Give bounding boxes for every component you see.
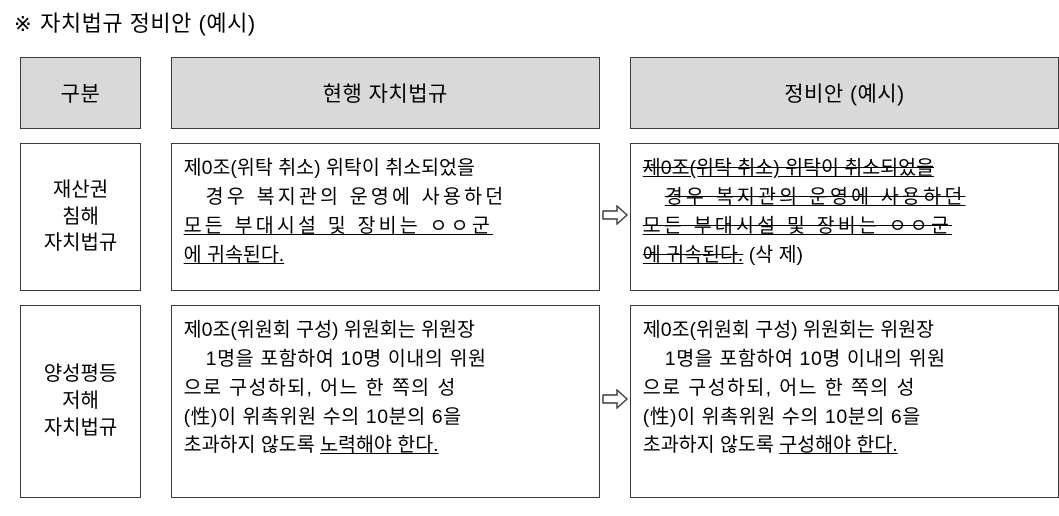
row2-category-line-2: 저해	[62, 390, 99, 413]
header-current-label: 현행 자치법규	[322, 83, 448, 106]
spacer	[600, 57, 630, 129]
row-spacer	[20, 129, 1059, 143]
row1-category-line-2: 침해	[62, 205, 99, 228]
row2-current-line-2: 1명을 포함하여 10명 이내의 위원	[205, 347, 487, 370]
row1-current-line-1: 제0조(위탁 취소) 위탁이 취소되었을	[183, 157, 475, 179]
header-category-label: 구분	[60, 83, 101, 106]
row1-category-line-1: 재산권	[52, 178, 109, 201]
row2-current-line-5: 초과하지 않도록 노력해야 한다.	[183, 434, 439, 457]
row2-revised-line-4: (性)이 위촉위원 수의 10분의 6을	[642, 405, 921, 428]
page-title-text: 자치법규 정비안 (예시)	[40, 11, 256, 36]
row2-current-line-4: (性)이 위촉위원 수의 10분의 6을	[183, 405, 462, 428]
row1-revised-cell: 제0조(위탁 취소) 위탁이 취소되었을 경우 복지관의 운영에 사용하던 모든…	[629, 143, 1059, 291]
table-row: 재산권 침해 자치법규 제0조(위탁 취소) 위탁이 취소되었을 경우 복지관의…	[20, 143, 1059, 291]
row2-category-cell: 양성평등 저해 자치법규	[20, 305, 141, 498]
row2-current-line-1: 제0조(위원회 구성) 위원회는 위원장	[183, 319, 475, 341]
row1-revised-line-3: 모든 부대시설 및 장비는 ㅇㅇ군	[642, 214, 953, 237]
table-header-row: 구분 현행 자치법규 정비안 (예시)	[20, 57, 1059, 129]
row2-revised-line-3: 으로 구성하되, 어느 한 쪽의 성	[642, 376, 916, 399]
row1-category-cell: 재산권 침해 자치법규	[20, 143, 141, 291]
row2-category-line-1: 양성평등	[43, 363, 118, 386]
page-title: ※ 자치법규 정비안 (예시)	[14, 6, 256, 38]
comparison-table: 구분 현행 자치법규 정비안 (예시) 재산권	[20, 57, 1059, 498]
reference-mark: ※	[14, 13, 33, 36]
table-row: 양성평등 저해 자치법규 제0조(위원회 구성) 위원회는 위원장 1명을 포함…	[20, 305, 1059, 498]
row2-revised-line-2: 1명을 포함하여 10명 이내의 위원	[664, 347, 946, 370]
row1-current-line-2: 경우 복지관의 운영에 사용하던	[205, 185, 507, 208]
row2-current-line-3: 으로 구성하되, 어느 한 쪽의 성	[183, 376, 457, 399]
spacer	[141, 143, 171, 291]
header-revised-label: 정비안 (예시)	[784, 83, 905, 106]
spacer	[141, 305, 171, 498]
row1-current-line-3: 모든 부대시설 및 장비는 ㅇㅇ군	[183, 214, 493, 237]
row2-current-cell: 제0조(위원회 구성) 위원회는 위원장 1명을 포함하여 10명 이내의 위원…	[170, 305, 600, 498]
row1-current-line-4: 에 귀속된다.	[183, 243, 285, 266]
row1-category-line-3: 자치법규	[43, 232, 118, 255]
row2-category-line-3: 자치법규	[43, 416, 118, 439]
spacer	[141, 57, 171, 129]
row1-revised-line-2: 경우 복지관의 운영에 사용하던	[664, 185, 966, 208]
row2-arrow-cell	[600, 305, 630, 498]
header-cell-category: 구분	[20, 57, 141, 129]
header-cell-current: 현행 자치법규	[170, 57, 600, 129]
row1-current-cell: 제0조(위탁 취소) 위탁이 취소되었을 경우 복지관의 운영에 사용하던 모든…	[170, 143, 600, 291]
header-cell-revised: 정비안 (예시)	[629, 57, 1059, 129]
row2-revised-line-1: 제0조(위원회 구성) 위원회는 위원장	[642, 319, 935, 341]
row2-revised-line-5: 초과하지 않도록 구성해야 한다.	[642, 434, 898, 457]
row2-revised-cell: 제0조(위원회 구성) 위원회는 위원장 1명을 포함하여 10명 이내의 위원…	[629, 305, 1059, 498]
right-arrow-icon	[602, 204, 628, 225]
row1-revised-line-4: 에 귀속된다. (삭 제)	[642, 243, 804, 266]
row-spacer	[20, 291, 1059, 305]
row1-arrow-cell	[600, 143, 630, 291]
row1-revised-line-1: 제0조(위탁 취소) 위탁이 취소되었을	[642, 157, 935, 179]
right-arrow-icon	[602, 389, 628, 409]
